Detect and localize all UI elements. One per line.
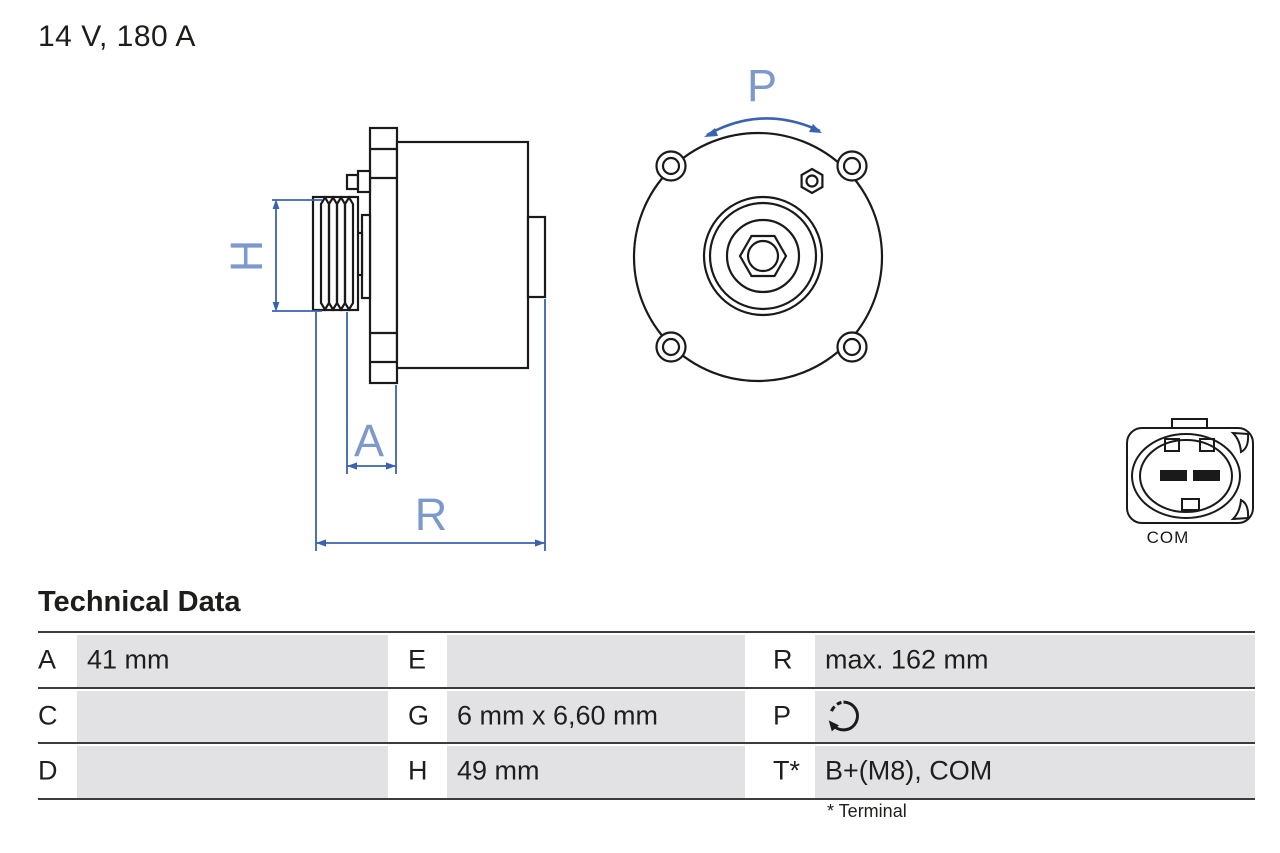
terminal-stud xyxy=(345,169,372,194)
side-view-drawing xyxy=(311,126,547,385)
param-letter: D xyxy=(38,755,58,786)
param-letter: C xyxy=(38,700,58,730)
table-row: D H 49 mm T* B+(M8), COM xyxy=(38,742,1255,798)
alternator-body xyxy=(395,140,530,370)
shaft-collar xyxy=(360,213,372,300)
connector-drawing xyxy=(1126,418,1254,524)
dim-label-r: R xyxy=(415,489,448,540)
param-value: max. 162 mm xyxy=(825,644,989,675)
connector-pin xyxy=(1160,470,1187,481)
shaft-hub xyxy=(702,195,824,317)
dim-label-p: P xyxy=(747,60,777,111)
param-value: B+(M8), COM xyxy=(825,755,993,786)
value-cell xyxy=(815,746,1255,798)
param-value: 49 mm xyxy=(457,755,540,786)
pulley xyxy=(311,195,360,312)
mounting-ear xyxy=(655,331,687,363)
param-value: 41 mm xyxy=(87,644,170,675)
connector-com-label: COM xyxy=(1147,528,1190,547)
dim-label-a: A xyxy=(354,415,384,466)
mounting-ear xyxy=(836,150,868,182)
param-letter: A xyxy=(38,644,57,675)
housing-outline xyxy=(632,131,884,383)
technical-drawing: COM H xyxy=(221,60,1254,551)
value-cell xyxy=(447,746,745,798)
value-cell xyxy=(815,635,1255,687)
small-nut xyxy=(800,167,824,195)
dimension-lines xyxy=(272,117,821,551)
param-letter: H xyxy=(408,755,428,786)
value-cell xyxy=(815,691,1255,742)
rear-view-drawing xyxy=(632,131,884,383)
rating-label: 14 V, 180 A xyxy=(38,20,196,53)
connector-pin xyxy=(1193,470,1220,481)
value-cell xyxy=(77,746,388,798)
value-cell xyxy=(77,691,388,742)
param-letter: G xyxy=(408,700,430,730)
param-value: 6 mm x 6,60 mm xyxy=(457,700,659,730)
mounting-ear xyxy=(655,150,687,182)
param-letter: T* xyxy=(773,755,800,786)
value-cell xyxy=(447,691,745,742)
tech-data-table: A 41 mm E R max. 162 mm C G 6 mm x 6,60 … xyxy=(38,631,1255,800)
mounting-flange xyxy=(368,126,399,385)
param-letter: E xyxy=(408,644,427,675)
value-cell xyxy=(77,635,388,687)
table-row: A 41 mm E R max. 162 mm xyxy=(38,631,1255,687)
table-bottom-line xyxy=(38,798,1255,800)
dimension-arrowheads xyxy=(272,124,822,547)
rear-boss xyxy=(526,215,547,299)
mounting-ear xyxy=(836,331,868,363)
terminal-footnote: * Terminal xyxy=(827,801,907,821)
rotation-cw-icon xyxy=(828,700,859,731)
param-letter: R xyxy=(773,644,793,675)
connector-housing xyxy=(1126,427,1254,524)
rotation-direction-arc xyxy=(706,117,821,137)
rotation-cw-icon xyxy=(825,697,862,734)
param-letter: P xyxy=(773,700,792,730)
dim-label-h: H xyxy=(221,240,272,273)
table-row: C G 6 mm x 6,60 mm P xyxy=(38,687,1255,742)
value-cell xyxy=(447,635,745,687)
tech-data-title: Technical Data xyxy=(38,586,241,618)
shaft-nut xyxy=(738,234,788,278)
